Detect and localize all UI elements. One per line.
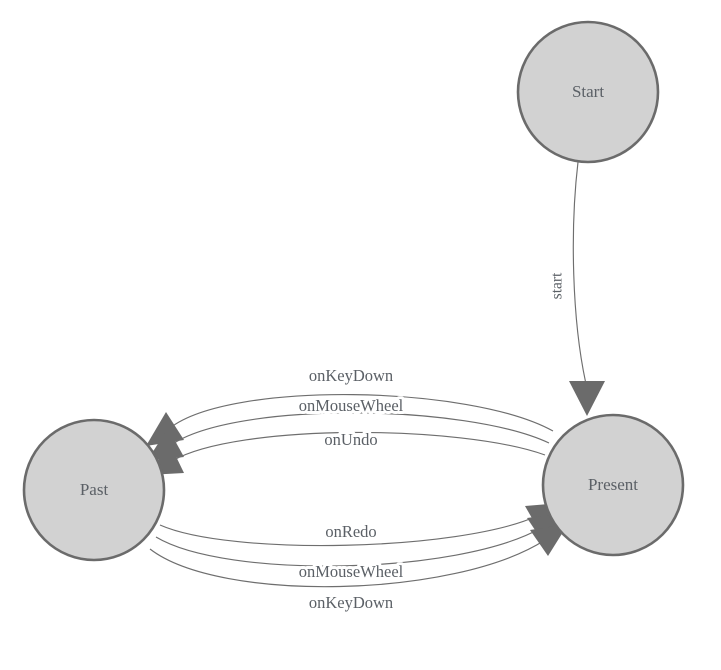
node-past-label: Past bbox=[80, 480, 109, 499]
edge-label-onkeydown-top: onKeyDown bbox=[309, 366, 393, 385]
edge-present-to-past-onmousewheel-path bbox=[170, 412, 550, 446]
node-present-label: Present bbox=[588, 475, 638, 494]
edge-present-to-past-onkeydown-path bbox=[169, 394, 554, 432]
edge-label-onredo-halo: onRedo bbox=[325, 522, 376, 541]
node-start-label: Start bbox=[572, 82, 604, 101]
edge-label-onredo: onRedo bbox=[325, 522, 376, 541]
edge-present-to-past-onmousewheel[interactable] bbox=[147, 412, 550, 461]
node-present[interactable]: Present bbox=[541, 413, 685, 557]
edge-label-start: start bbox=[549, 272, 566, 299]
edge-label-onkeydown-bottom-halo: onKeyDown bbox=[309, 593, 393, 612]
edge-start-to-present-path bbox=[572, 161, 587, 385]
edge-past-to-present-onkeydown-path bbox=[149, 539, 546, 588]
edge-past-to-present-onmousewheel-path bbox=[155, 527, 542, 567]
edge-label-onmousewheel-top-halo: onMouseWheel bbox=[299, 396, 404, 415]
edge-label-onundo-halo: onUndo bbox=[324, 430, 377, 449]
edge-start-to-present[interactable]: start bbox=[549, 161, 605, 416]
arrowhead-past-to-present-onkeydown bbox=[530, 524, 568, 556]
edge-present-to-past-onkeydown[interactable] bbox=[146, 394, 554, 446]
node-present-circle bbox=[541, 413, 685, 557]
edge-label-onmousewheel-top: onMouseWheel bbox=[299, 396, 404, 415]
arrowhead-present-to-past-onmousewheel bbox=[147, 428, 184, 461]
node-start[interactable]: Start bbox=[516, 20, 660, 164]
edge-label-onkeydown-bottom: onKeyDown bbox=[309, 593, 393, 612]
arrowhead-start-to-present bbox=[569, 381, 605, 416]
edge-label-group-bottom: onRedo onRedo onMouseWheel onMouseWheel … bbox=[296, 519, 407, 615]
edge-label-onkeydown-top-halo: onKeyDown bbox=[309, 366, 393, 385]
node-start-circle bbox=[516, 20, 660, 164]
edge-label-onmousewheel-bottom-halo: onMouseWheel bbox=[299, 562, 404, 581]
edge-label-group-top: onKeyDown onKeyDown onMouseWheel onMouse… bbox=[296, 363, 407, 452]
arrowhead-present-to-past-onkeydown bbox=[146, 412, 184, 446]
edge-label-onmousewheel-bottom: onMouseWheel bbox=[299, 562, 404, 581]
edge-label-onundo: onUndo bbox=[324, 430, 377, 449]
node-past-circle bbox=[22, 418, 166, 562]
edge-present-to-past-onundo-path bbox=[171, 431, 546, 462]
edge-past-to-present-onkeydown[interactable] bbox=[149, 524, 568, 588]
edge-past-to-present-onredo-path bbox=[159, 515, 538, 547]
node-past[interactable]: Past bbox=[22, 418, 166, 562]
